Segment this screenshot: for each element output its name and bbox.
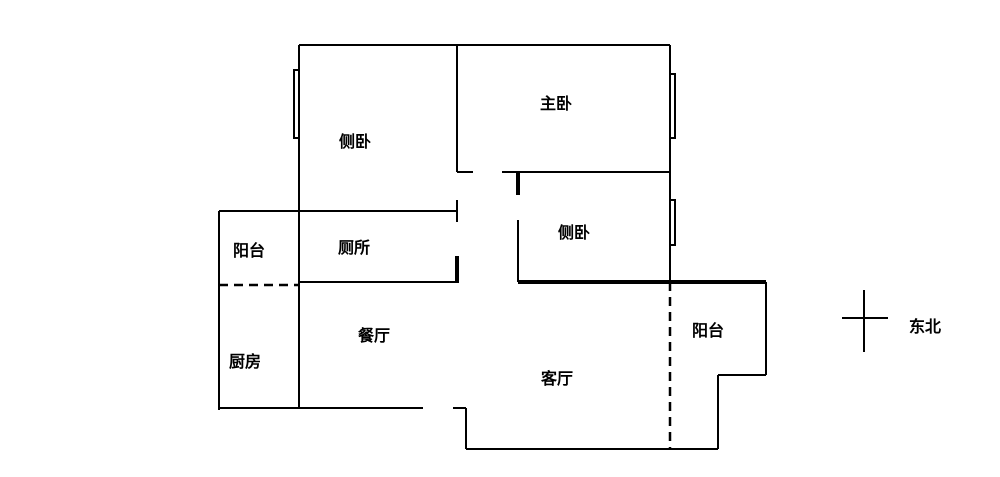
window-master (669, 73, 676, 139)
room-label-kitchen: 厨房 (228, 352, 262, 371)
compass-icon (842, 290, 888, 352)
room-label-bedroom-side-2: 侧卧 (557, 223, 591, 242)
dashed-openings (219, 282, 672, 449)
walls (218, 44, 767, 450)
window-west (293, 69, 300, 139)
windows (293, 69, 676, 246)
room-label-balcony-west: 阳台 (232, 241, 266, 260)
room-label-dining-room: 餐厅 (357, 326, 391, 345)
compass-label: 东北 (908, 317, 942, 336)
room-label-balcony-east: 阳台 (691, 321, 725, 340)
room-label-living-room: 客厅 (540, 369, 574, 388)
room-label-bedroom-side-1: 侧卧 (338, 132, 372, 151)
room-label-toilet: 厕所 (337, 238, 371, 257)
room-label-master-bedroom: 主卧 (539, 94, 573, 113)
window-side (669, 199, 676, 246)
